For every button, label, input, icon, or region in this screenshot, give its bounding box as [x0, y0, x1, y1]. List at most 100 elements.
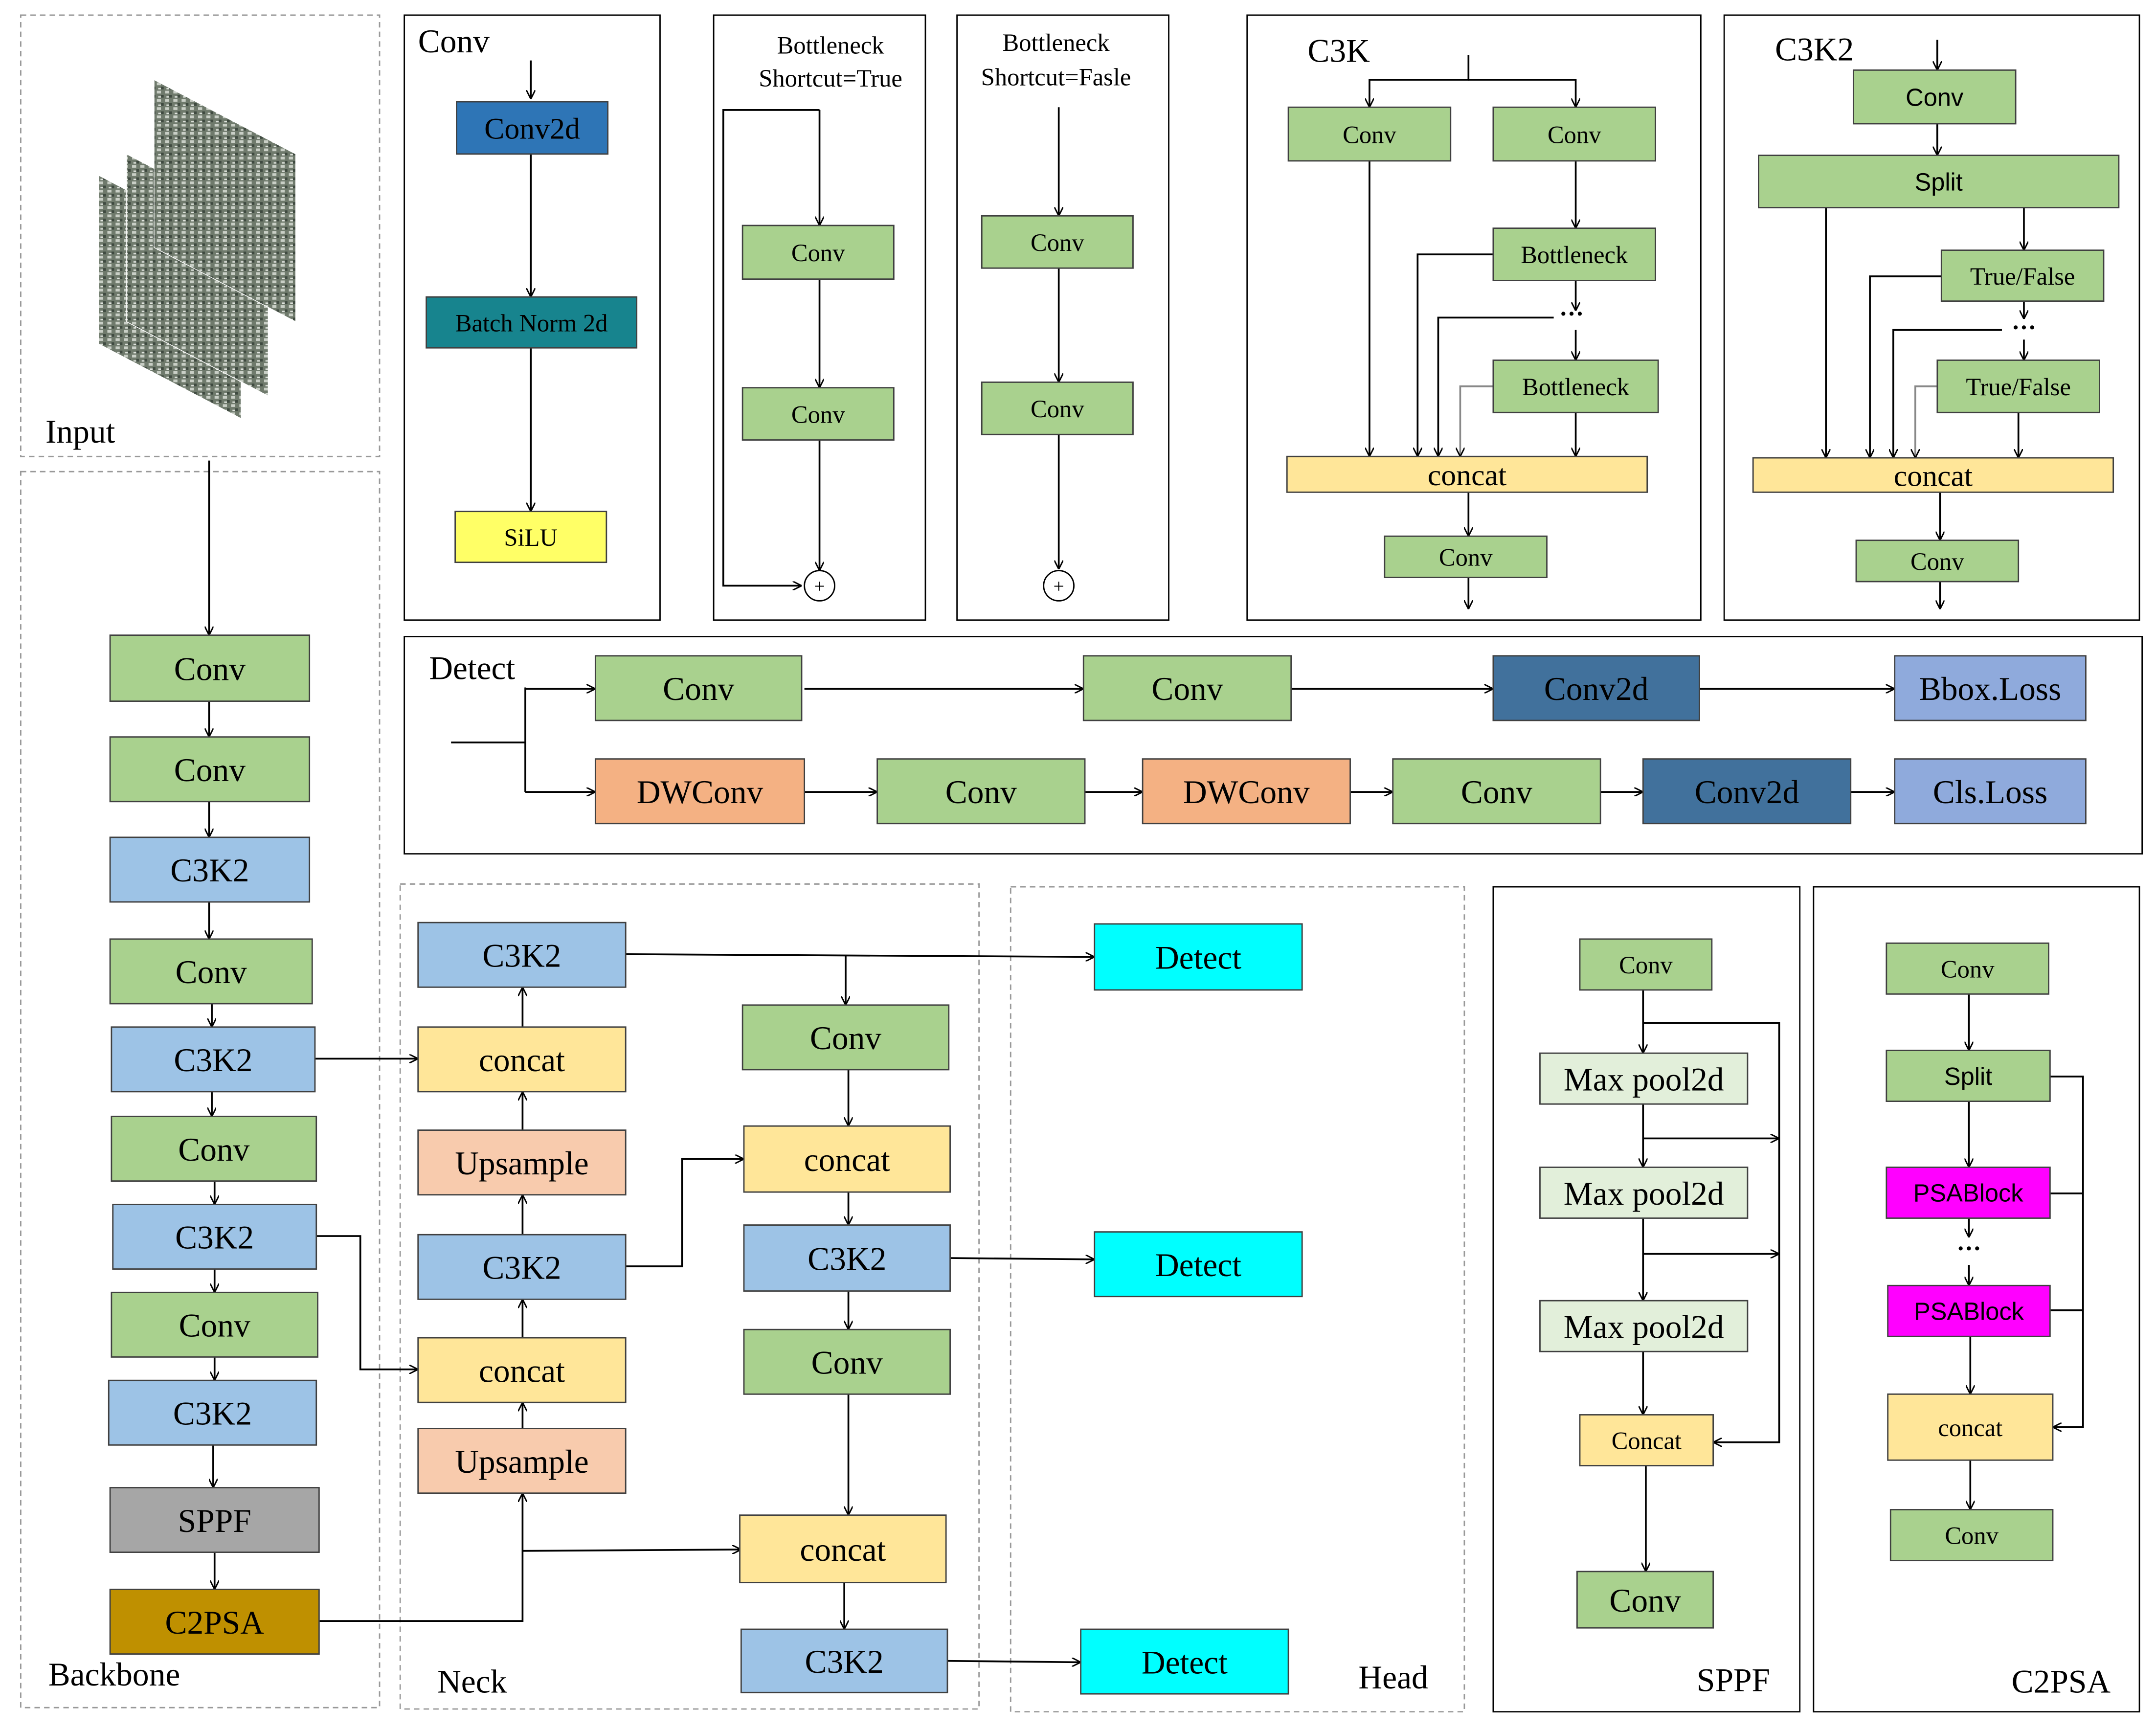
c2psa-split: Split	[1886, 1050, 2051, 1102]
sppf-conv-label: Conv	[1609, 1582, 1681, 1619]
c3k2-conv: Conv	[1852, 69, 2017, 125]
detect-row2-conv: Conv	[1392, 758, 1601, 825]
c3k2-concat-box	[1752, 457, 2114, 493]
add-nodes: + +	[804, 570, 1075, 602]
detect-row1-conv-label: Conv	[1151, 671, 1223, 707]
input-image-stack	[99, 79, 296, 418]
sppf-concat-label: Concat	[1612, 1427, 1682, 1455]
sppf-conv: Conv	[1579, 938, 1713, 991]
bottleneck-false-conv-label: Conv	[1031, 395, 1084, 423]
c3k-bottleneck-box	[1492, 227, 1657, 281]
detect-row1-conv-box	[1082, 655, 1292, 721]
head-detect-block-box	[1094, 1231, 1303, 1298]
detect-row2-conv: Conv	[876, 758, 1086, 825]
neck-block-concat-label: concat	[804, 1142, 890, 1178]
backbone-label: Backbone	[48, 1656, 180, 1693]
bottleneck-true-conv: Conv	[741, 225, 895, 280]
backbone-block-conv-box	[111, 1291, 318, 1358]
neck-block-upsample-box	[417, 1428, 627, 1494]
detect-row2-conv-label: Conv	[945, 774, 1017, 810]
bottleneck-false-frame	[956, 14, 1169, 621]
neck-block-c3k2: C3K2	[740, 1628, 948, 1693]
detect-row2-dwconv-box	[594, 758, 806, 825]
conv-module-silu-box	[454, 511, 607, 563]
sppf-conv-box	[1576, 1571, 1714, 1629]
c3k-bottleneck-label: Bottleneck	[1522, 373, 1630, 401]
neck-block-concat-label: concat	[479, 1042, 565, 1079]
backbone-block-conv-label: Conv	[174, 651, 246, 687]
neck-block-concat-box	[739, 1514, 947, 1583]
neck-block-conv: Conv	[741, 1004, 950, 1071]
bottleneck-true-title-1: Bottleneck	[777, 32, 884, 59]
c3k2-split: Split	[1758, 155, 2120, 208]
backbone-block-conv-box	[111, 1116, 317, 1182]
c3k2-true-false-label: True/False	[1966, 373, 2071, 401]
sppf-max-pool2d-box	[1539, 1052, 1749, 1105]
neck-block-c3k2-label: C3K2	[805, 1643, 884, 1680]
detect-row1-bbox-loss: Bbox.Loss	[1894, 655, 2087, 721]
backbone-block-conv-label: Conv	[174, 752, 246, 788]
detect-row2-conv2d-box	[1642, 758, 1852, 825]
c2psa-conv-label: Conv	[1945, 1522, 1999, 1550]
conv-module-batchnorm: Batch Norm 2d	[426, 296, 638, 349]
backbone-block-c3k2: C3K2	[108, 1379, 317, 1446]
c2psa-concat-box	[1887, 1393, 2054, 1461]
bottleneck-false-conv-box	[981, 382, 1134, 435]
neck-block-conv: Conv	[743, 1328, 951, 1395]
neck-block-c3k2-box	[740, 1628, 948, 1693]
neck-block-upsample-label: Upsample	[455, 1443, 589, 1480]
conv-module-silu-label: SiLU	[504, 524, 558, 551]
c2psa-psablock-label: PSABlock	[1913, 1179, 2024, 1207]
detect-row2-dwconv-label: DWConv	[1183, 774, 1310, 810]
c2psa-conv-box	[1889, 1509, 2054, 1561]
c2psa-psablock-box	[1887, 1284, 2051, 1337]
c2psa-psablock: PSABlock	[1887, 1284, 2051, 1337]
bottleneck-false-title-2: Shortcut=Fasle	[981, 63, 1131, 90]
conv-module-conv2d-label: Conv2d	[484, 112, 580, 146]
c3k2-conv-box	[1855, 540, 2020, 583]
sppf-concat: Concat	[1579, 1414, 1714, 1466]
conv-module-conv2d: Conv2d	[456, 101, 609, 155]
neck-block-c3k2-box	[417, 922, 627, 988]
c2psa-concat-label: concat	[1938, 1414, 2002, 1441]
c3k2-true-false-label: True/False	[1970, 263, 2075, 290]
backbone-block-sppf: SPPF	[109, 1487, 320, 1553]
backbone-block-c3k2-label: C3K2	[174, 1042, 252, 1079]
c2psa-conv-box	[1886, 942, 2049, 995]
neck-block-concat: concat	[417, 1026, 627, 1093]
neck-block-c3k2: C3K2	[417, 922, 627, 988]
c2psa-conv: Conv	[1889, 1509, 2054, 1561]
detect-row2-cls-loss: Cls.Loss	[1894, 758, 2087, 825]
neck-block-conv-box	[741, 1004, 950, 1071]
backbone-block-c3k2: C3K2	[109, 836, 311, 903]
bottleneck-true-frame	[713, 14, 926, 621]
neck-block-upsample: Upsample	[417, 1428, 627, 1494]
detect-row1-conv: Conv	[594, 655, 803, 721]
backbone-block-conv-label: Conv	[179, 1307, 250, 1344]
c3k-bottleneck-label: Bottleneck	[1521, 241, 1628, 269]
bottleneck-true-conv-label: Conv	[791, 401, 845, 428]
detect-row2-dwconv-box	[1142, 758, 1351, 825]
neck-block-concat-box	[417, 1337, 627, 1403]
conv-module-batchnorm-label: Batch Norm 2d	[455, 309, 608, 337]
backbone-block-c3k2-label: C3K2	[170, 852, 249, 889]
backbone-block-c2psa-box	[109, 1589, 320, 1655]
c3k2-conv-label: Conv	[1906, 83, 1964, 111]
c2psa-conv-label: Conv	[1941, 956, 1995, 983]
labels: Input Backbone Neck Head SPPF C2PSA Conv…	[45, 23, 2111, 1700]
conv-module-batchnorm-box	[426, 296, 638, 349]
bottleneck-true-conv-box	[741, 387, 895, 441]
bottleneck-true-conv: Conv	[741, 387, 895, 441]
c3k-conv-label: Conv	[1548, 121, 1601, 148]
c3k-module-frame	[1246, 14, 1702, 621]
backbone-block-c3k2: C3K2	[112, 1203, 317, 1270]
backbone-block-c3k2-box	[109, 836, 311, 903]
backbone-block-c3k2-box	[108, 1379, 317, 1446]
sppf-concat-box	[1579, 1414, 1714, 1466]
detect-row1-conv-box	[594, 655, 803, 721]
head-frame	[1010, 886, 1465, 1713]
neck-block-concat-label: concat	[479, 1352, 565, 1389]
c2psa-psablock-box	[1886, 1167, 2051, 1219]
sppf-max-pool2d: Max pool2d	[1539, 1052, 1749, 1105]
